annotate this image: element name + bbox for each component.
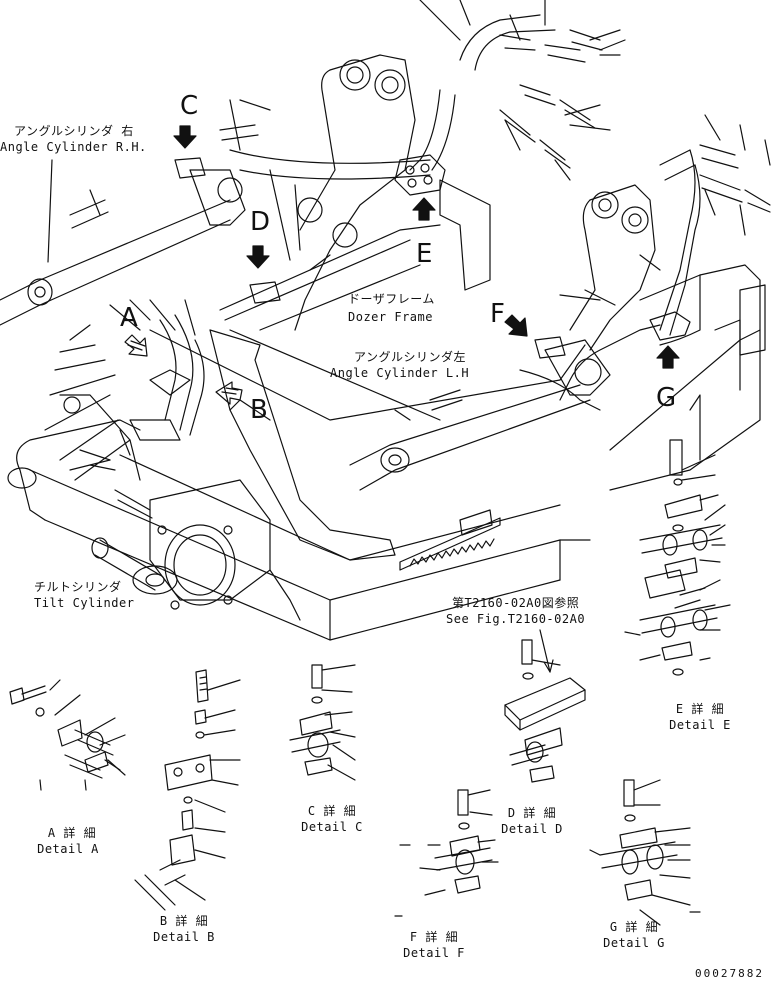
callout-arrows: [124, 125, 680, 405]
dozer-frame-en-label: Dozer Frame: [348, 310, 433, 324]
detail-d-drawing: [504, 639, 586, 783]
angle-cylinder-rh-en-label: Angle Cylinder R.H.: [0, 140, 147, 154]
detail-f-en-label: Detail F: [403, 946, 465, 960]
dozer-frame-drawing: [0, 0, 771, 641]
drawing-number: 00027882: [695, 967, 764, 980]
tilt-cylinder-jp-label: チルトシリンダ: [34, 580, 122, 594]
callout-letter-f: F: [490, 299, 505, 329]
detail-d-jp-label: D 詳 細: [507, 806, 557, 820]
see-fig-jp-label: 第T2160-02A0図参照: [452, 596, 580, 610]
callout-letter-d: D: [250, 207, 271, 237]
detail-a-jp-label: A 詳 細: [47, 826, 97, 840]
detail-a-en-label: Detail A: [37, 842, 99, 856]
detail-e-en-label: Detail E: [669, 718, 731, 732]
see-fig-arrowhead: [543, 659, 554, 673]
see-fig-leader: [539, 629, 551, 673]
dozer-frame-jp-label: ドーザフレーム: [348, 292, 435, 306]
detail-f-jp-label: F 詳 細: [409, 930, 459, 944]
detail-g-en-label: Detail G: [603, 936, 665, 950]
callout-letter-a: A: [120, 303, 138, 333]
detail-e-drawing: [624, 439, 731, 676]
detail-c-drawing: [289, 664, 356, 781]
see-fig-en-label: See Fig.T2160-02A0: [446, 612, 586, 626]
angle-cylinder-lh-jp-label: アングルシリンダ左: [354, 350, 467, 364]
detail-d-en-label: Detail D: [501, 822, 563, 836]
detail-b-drawing: [134, 669, 241, 911]
angle-cylinder-rh-jp-label: アングルシリンダ 右: [14, 124, 134, 138]
detail-c-en-label: Detail C: [301, 820, 363, 834]
callout-letter-c: C: [180, 91, 199, 121]
detail-a-drawing: [9, 679, 126, 791]
callout-letter-g: G: [656, 383, 677, 413]
detail-g-jp-label: G 詳 細: [609, 920, 659, 934]
callout-letter-b: B: [250, 395, 268, 425]
detail-b-en-label: Detail B: [153, 930, 215, 944]
angle-cylinder-lh-en-label: Angle Cylinder L.H: [330, 366, 470, 380]
detail-c-jp-label: C 詳 細: [307, 804, 357, 818]
detail-e-jp-label: E 詳 細: [675, 702, 725, 716]
callout-letter-e: E: [416, 239, 433, 269]
tilt-cylinder-en-label: Tilt Cylinder: [34, 596, 135, 610]
detail-g-drawing: [589, 779, 701, 926]
detail-b-jp-label: B 詳 細: [159, 914, 209, 928]
detail-f-drawing: [394, 789, 499, 917]
